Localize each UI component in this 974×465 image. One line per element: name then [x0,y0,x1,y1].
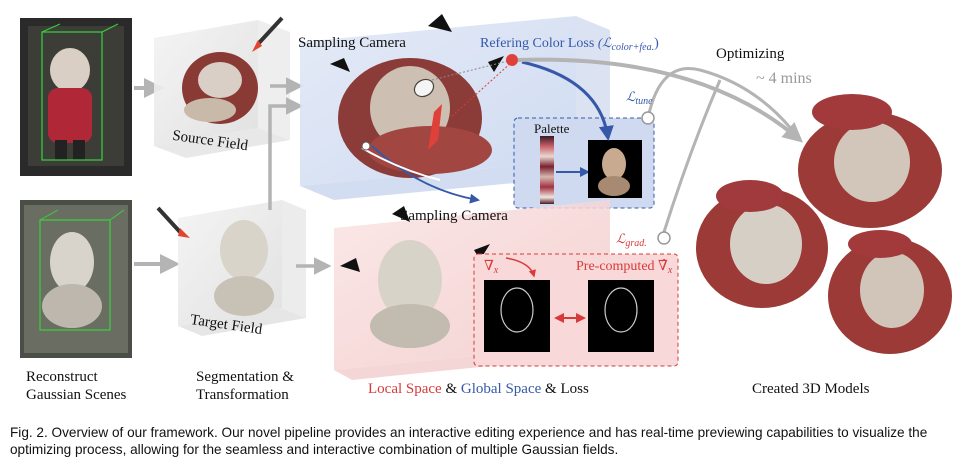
color-loss-label: Refering Color Loss (ℒcolor+fea.) [480,34,659,57]
color-loss-text: Refering Color Loss [480,36,595,51]
amp-2: & Loss [541,381,589,397]
amp-1: & [441,381,461,397]
nabla-hat-sub: x [667,265,673,276]
bust-photo [20,200,132,358]
arrow-optimizing [517,57,804,143]
precomputed-text: Pre-computed [576,259,655,274]
camera-icon-top-left [330,58,350,72]
brush-icon-2 [156,206,190,238]
nabla-hat-symbol: ∇̂ [658,259,668,274]
arrow-target-global [268,97,304,210]
created-model-1 [798,94,942,228]
color-loss-paren: ) [654,36,659,51]
grad-loss-symbol: ℒ [616,231,626,246]
nabla-x-label: ∇x [484,258,498,280]
palette-label: Palette [534,121,570,136]
grad-loss-sub: grad. [625,238,647,249]
arrow-nabla [505,257,536,278]
global-space-text: Global Space [460,381,542,397]
figure-caption: Fig. 2. Overview of our framework. Our n… [10,425,928,457]
camera-icon-top [428,14,452,32]
tune-loss-sub: tune [635,96,653,107]
tune-loss-symbol: ℒ [626,89,636,104]
stage-segmentation-label: Segmentation & Transformation [196,368,294,404]
grad-loss-label: ℒgrad. [616,230,647,253]
brush-icon [252,16,284,52]
created-model-3 [828,230,952,354]
sampling-camera-bottom-label: Sampling Camera [400,208,508,224]
local-space-text: Local Space [368,381,442,397]
loss-node-red [506,54,518,66]
gradient-box [473,253,679,367]
pipeline-figure [20,14,952,380]
target-field-box [178,200,306,336]
ray-origin [361,141,371,151]
optimizing-label: Optimizing [716,46,785,62]
camera-icon-bottom-left [340,258,360,272]
ray-blue [371,145,480,204]
stage-created-label: Created 3D Models [752,381,870,397]
ray-white [361,147,441,181]
stage-space-label: Local Space & Global Space & Loss [368,380,589,398]
santa-photo [20,18,132,176]
arrow-tune [646,67,802,141]
precomputed-label: Pre-computed ∇̂x [576,258,672,280]
time-label: ~ 4 mins [756,70,812,87]
arrow-grad [662,79,722,233]
stage-segmentation-line2: Transformation [196,387,289,403]
nabla-x-sub: x [493,265,499,276]
color-loss-sub: color+fea. [611,42,655,53]
grad-node [657,231,671,245]
dotted-link-red [451,61,513,117]
stage-reconstruct-label: Reconstruct Gaussian Scenes [26,368,126,404]
dotted-link [431,59,513,81]
sampling-camera-top-label: Sampling Camera [298,35,406,51]
color-loss-symbol: (ℒ [597,35,612,50]
nabla-x-symbol: ∇ [484,259,494,274]
created-model-2 [696,180,828,308]
arrow-to-palette [521,60,614,141]
stage-reconstruct-line1: Reconstruct [26,369,98,385]
stage-reconstruct-line2: Gaussian Scenes [26,387,127,403]
camera-icon-bottom [392,206,410,222]
palette-box [513,117,655,209]
tune-node [641,111,655,125]
stage-segmentation-line1: Segmentation & [196,369,294,385]
source-field-box [154,20,290,158]
tune-loss-label: ℒtune [626,88,653,111]
